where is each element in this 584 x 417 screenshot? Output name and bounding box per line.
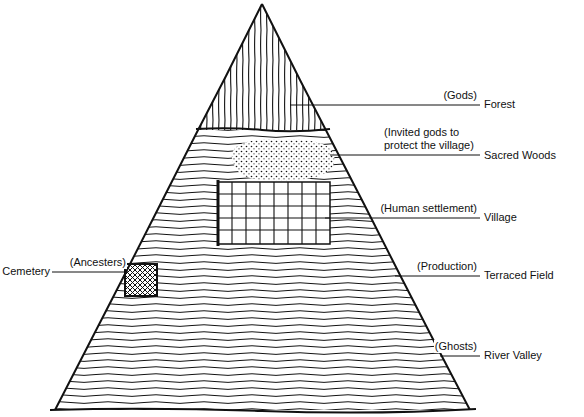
terrace-zone: [55, 130, 470, 410]
forest-zone: [198, 5, 326, 130]
cemetery-zone: [125, 264, 157, 296]
zone-meaning: (Human settlement): [379, 202, 478, 215]
zone-name: Village: [484, 211, 517, 224]
village-grid: [218, 180, 330, 246]
zone-name: Terraced Field: [484, 269, 554, 282]
cemetery-ground: [125, 264, 157, 296]
zone-name: Cemetery: [2, 265, 50, 278]
zone-name: Forest: [484, 98, 515, 111]
zone-meaning: (Gods): [442, 89, 478, 102]
zone-meaning: (Invited gods to protect the village): [383, 126, 493, 152]
sacred-woods-zone: [232, 139, 335, 180]
zone-name: River Valley: [484, 349, 542, 362]
zone-meaning: (Ghosts): [434, 340, 478, 353]
forest-boundary: [196, 128, 330, 131]
zone-meaning: (Production): [416, 260, 478, 273]
zone-name: Sacred Woods: [484, 149, 556, 162]
sacred-woods-ground: [232, 139, 335, 180]
zone-meaning: (Ancesters): [69, 256, 127, 269]
